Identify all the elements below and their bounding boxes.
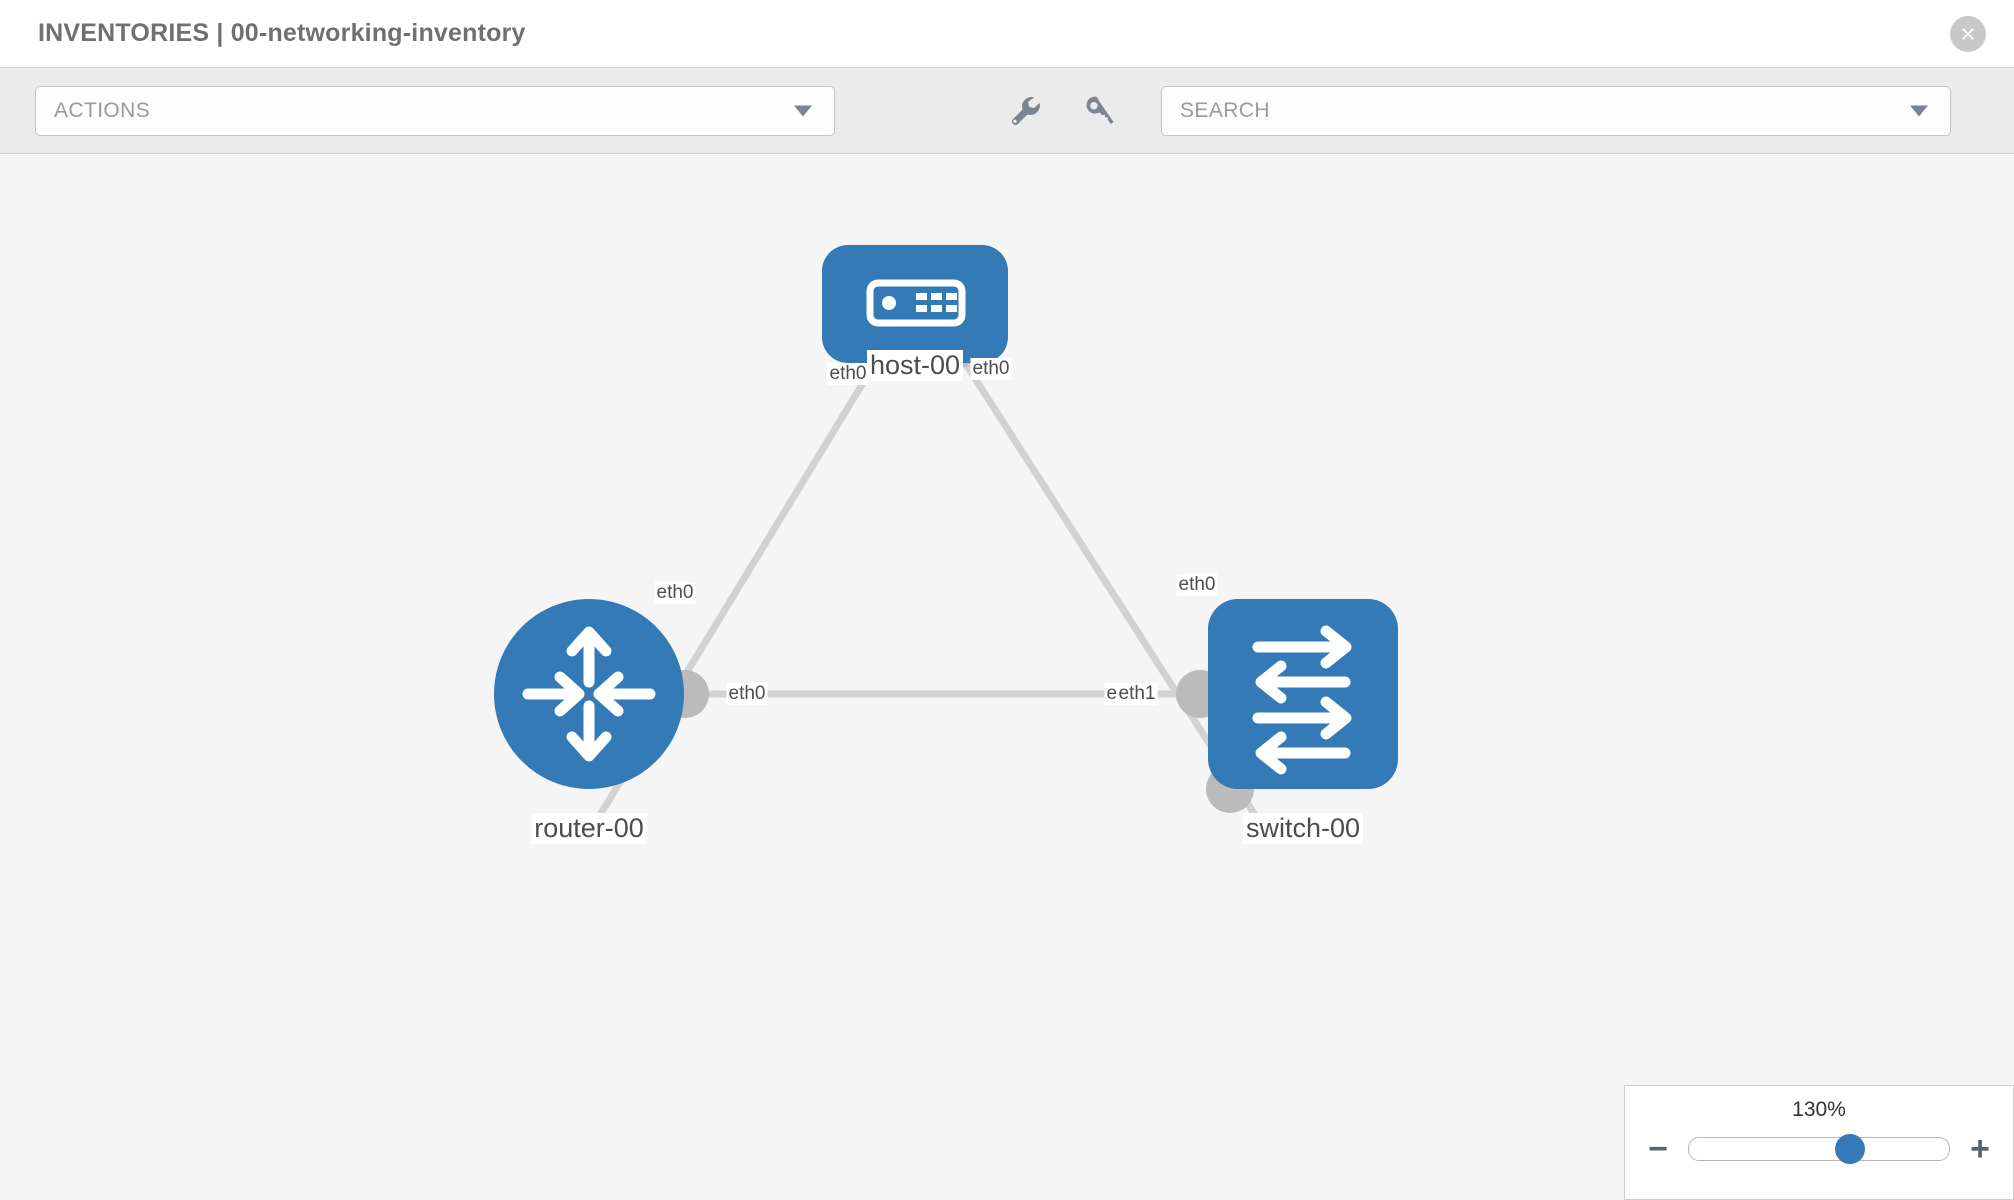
- node-label-router: router-00: [531, 813, 647, 844]
- wrench-icon[interactable]: [1005, 91, 1045, 131]
- chevron-down-icon: [794, 105, 812, 116]
- switch-arrows-icon: [1252, 625, 1352, 775]
- zoom-out-button[interactable]: −: [1648, 1130, 1668, 1168]
- zoom-control-panel: 130% − +: [1624, 1085, 2014, 1200]
- iface-label: eth0: [1176, 574, 1218, 596]
- node-host-00[interactable]: [822, 245, 1008, 363]
- toolbar-icon-group: [1005, 91, 1119, 131]
- chevron-down-icon: [1910, 105, 1928, 116]
- zoom-in-button[interactable]: +: [1970, 1130, 1990, 1168]
- toolbar: ACTIONS SEARCH: [0, 68, 2014, 154]
- node-router-00[interactable]: [494, 599, 684, 789]
- node-switch-00[interactable]: [1208, 599, 1398, 789]
- topology-graph: [494, 245, 1398, 817]
- zoom-slider[interactable]: [1688, 1134, 1950, 1164]
- node-label-host: host-00: [866, 350, 964, 381]
- router-arrows-icon: [522, 626, 656, 762]
- close-icon[interactable]: [1950, 15, 1986, 52]
- iface-label: eth0: [827, 363, 869, 385]
- zoom-slider-thumb[interactable]: [1835, 1134, 1866, 1164]
- search-input[interactable]: SEARCH: [1161, 85, 1951, 136]
- search-input-placeholder: SEARCH: [1180, 98, 1270, 122]
- server-icon: [866, 279, 966, 327]
- page-header: INVENTORIES | 00-networking-inventory: [0, 0, 2014, 68]
- actions-dropdown[interactable]: ACTIONS: [35, 85, 835, 136]
- zoom-level-label: 130%: [1792, 1098, 1846, 1121]
- actions-dropdown-label: ACTIONS: [54, 98, 151, 122]
- iface-label: eth0: [654, 582, 696, 604]
- key-icon[interactable]: [1079, 91, 1119, 131]
- iface-label: eth0: [726, 683, 768, 705]
- iface-label: eth0: [970, 358, 1012, 380]
- page-title: INVENTORIES | 00-networking-inventory: [38, 19, 526, 47]
- topology-links: [597, 353, 1258, 817]
- topology-canvas[interactable]: eth0 eth0 eth0 eth0 eth0 eth0 eth1 host-…: [0, 155, 2014, 1200]
- node-label-switch: switch-00: [1242, 813, 1364, 844]
- iface-label: eth1: [1116, 683, 1158, 705]
- link-host-switch[interactable]: [957, 353, 1258, 817]
